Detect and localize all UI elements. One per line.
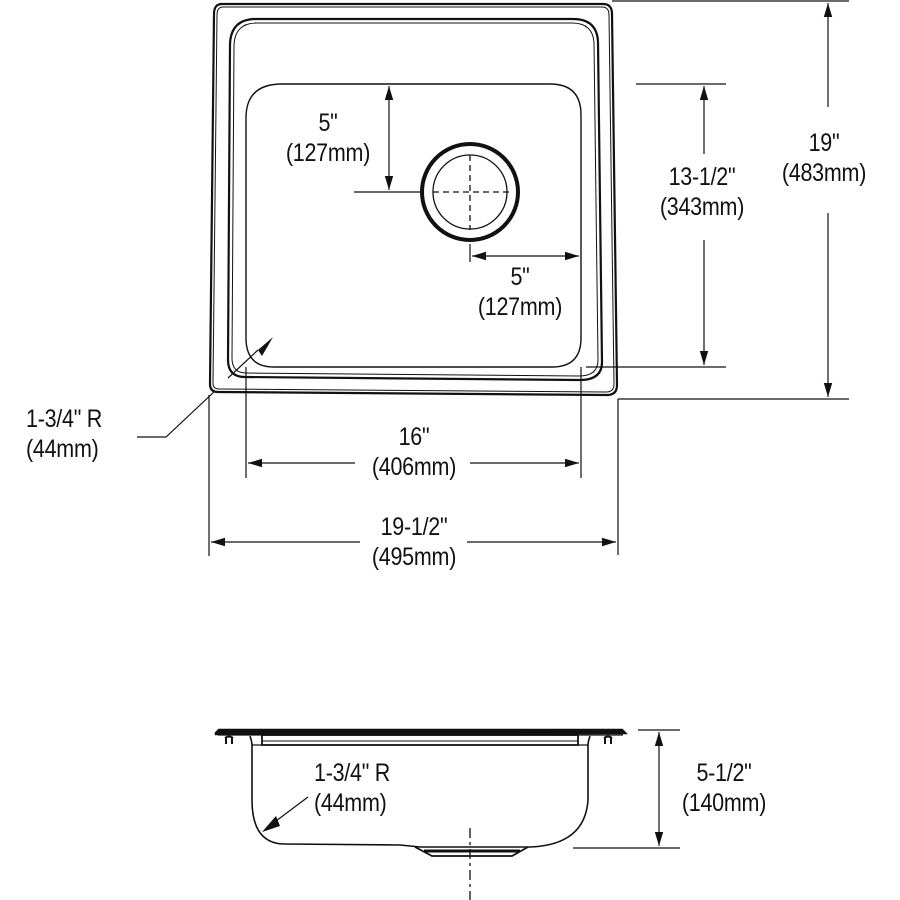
outer-rim	[208, 2, 619, 397]
label-bowl-width-mm: (406mm)	[371, 453, 457, 481]
clip-right	[603, 735, 613, 744]
bowl-profile	[249, 735, 591, 848]
plan-view	[137, 0, 849, 556]
label-overall-length: 19" (483mm)	[771, 128, 878, 188]
label-depth-mm: (140mm)	[681, 789, 767, 817]
label-corner-radius-mm: (44mm)	[26, 435, 99, 463]
label-bottom-radius: 1-3/4" R (44mm)	[314, 758, 426, 818]
label-drain-side-offset: 5" (127mm)	[468, 262, 571, 322]
label-drain-side-mm: (127mm)	[477, 293, 563, 321]
label-bowl-length: 13-1/2" (343mm)	[649, 162, 756, 222]
label-overall-width-inch: 19-1/2"	[380, 513, 448, 541]
label-bowl-width: 16" (406mm)	[362, 422, 465, 482]
label-bottom-radius-mm: (44mm)	[314, 789, 387, 817]
drain-outer	[420, 142, 520, 242]
inner-rim	[226, 17, 604, 382]
label-bowl-length-inch: 13-1/2"	[668, 163, 736, 191]
clip-left	[224, 735, 234, 744]
label-bottom-radius-inch: 1-3/4" R	[314, 759, 391, 787]
label-overall-width: 19-1/2" (495mm)	[362, 512, 465, 572]
label-depth-inch: 5-1/2"	[696, 759, 752, 787]
label-drain-top-inch: 5"	[318, 109, 338, 137]
label-overall-width-mm: (495mm)	[371, 543, 457, 571]
label-depth: 5-1/2" (140mm)	[672, 758, 775, 818]
label-corner-radius-inch: 1-3/4" R	[26, 405, 103, 433]
label-bowl-length-mm: (343mm)	[659, 193, 745, 221]
bowl-outline	[245, 83, 582, 368]
flange	[214, 728, 629, 736]
label-overall-length-inch: 19"	[808, 129, 840, 157]
side-view	[214, 728, 680, 900]
label-bowl-width-inch: 16"	[398, 423, 430, 451]
label-corner-radius: 1-3/4" R (44mm)	[26, 404, 138, 464]
label-drain-top-mm: (127mm)	[285, 139, 371, 167]
corner-radius-leader	[137, 390, 216, 438]
label-drain-side-inch: 5"	[510, 263, 530, 291]
label-overall-length-mm: (483mm)	[781, 159, 867, 187]
label-drain-top-offset: 5" (127mm)	[276, 108, 379, 168]
